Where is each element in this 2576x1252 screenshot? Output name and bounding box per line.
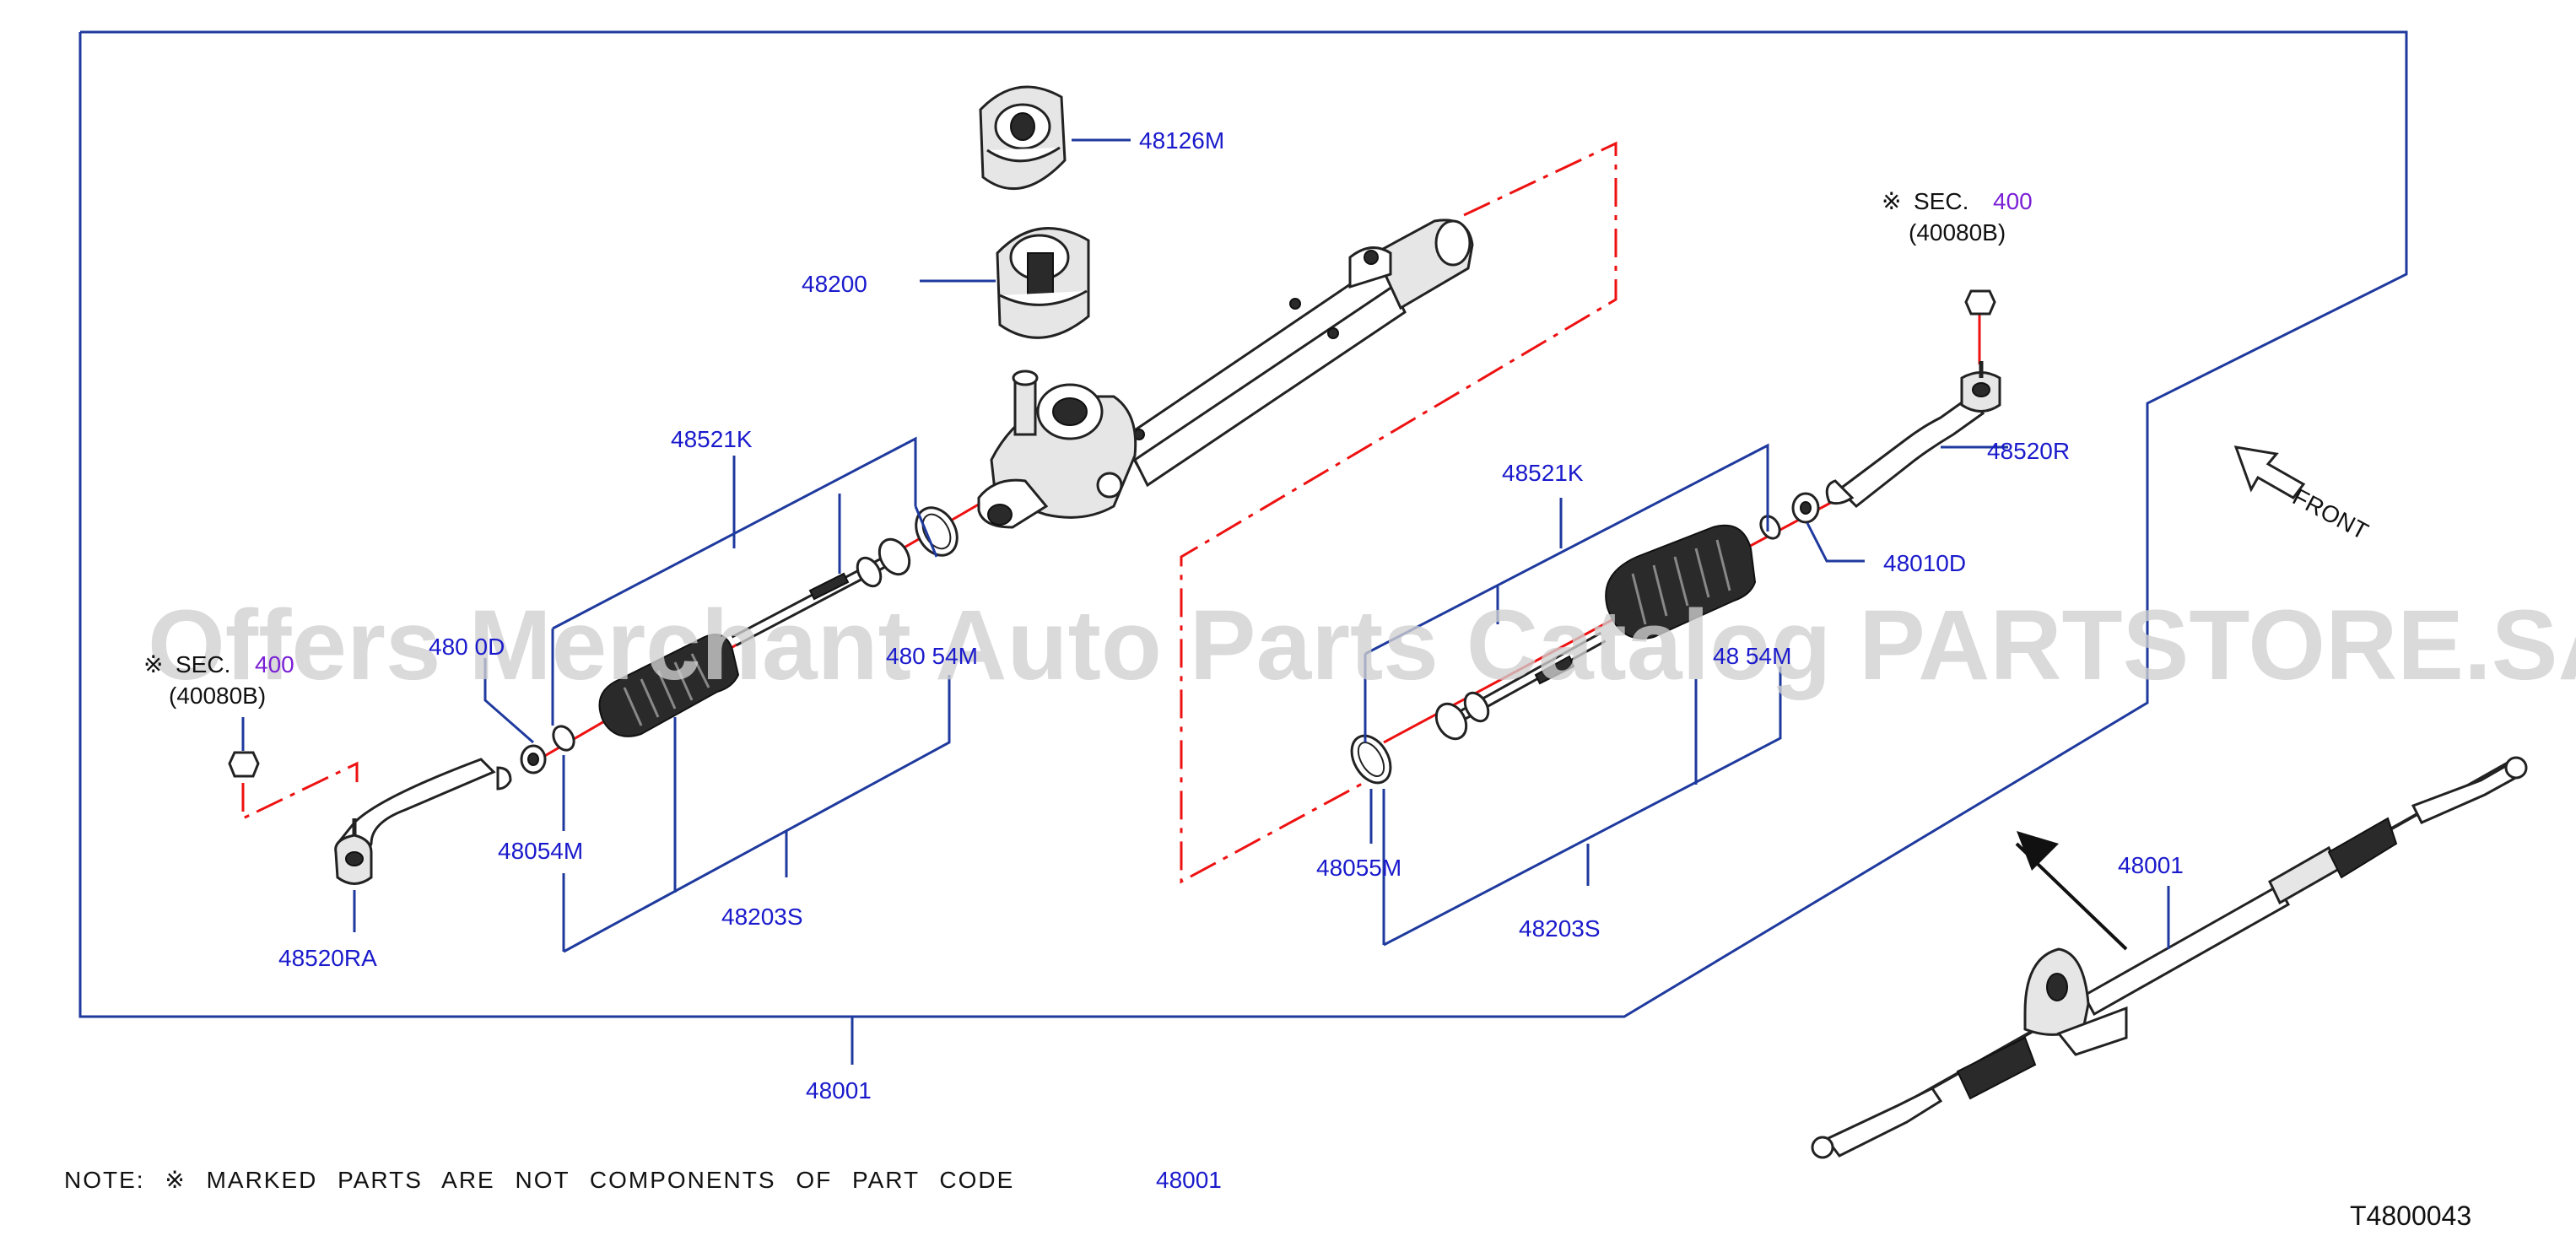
nut-left[interactable] — [228, 751, 260, 778]
label-48520RA[interactable]: 48520RA — [278, 945, 377, 971]
pinion-housing[interactable] — [977, 370, 1137, 529]
boot-clamp-left[interactable] — [549, 723, 578, 754]
label-48520R[interactable]: 48520R — [1987, 438, 2070, 464]
label-48203S-right[interactable]: 48203S — [1519, 915, 1601, 942]
snap-ring-left[interactable] — [908, 500, 965, 563]
leader-48010D-left — [483, 658, 534, 744]
sec-part-left: (40080B) — [169, 683, 266, 709]
label-48001-main[interactable]: 48001 — [806, 1077, 872, 1104]
sec-mark-right: ※ — [1882, 188, 1901, 214]
tie-rod-end-left[interactable] — [334, 758, 512, 885]
nut-right[interactable] — [1964, 289, 1996, 316]
label-48055M[interactable]: 48055M — [1316, 855, 1401, 881]
inner-tie-rod-left[interactable] — [731, 534, 915, 647]
label-48204M-left[interactable]: 480 54M — [886, 643, 978, 669]
mount-cushion-48126M[interactable] — [979, 85, 1067, 191]
sec-prefix-left: SEC. — [176, 651, 230, 677]
label-48010D-right[interactable]: 48010D — [1883, 550, 1966, 576]
boot-clamp-right[interactable] — [1757, 513, 1783, 542]
inner-tie-rod-right[interactable] — [1430, 631, 1607, 744]
boot-left[interactable] — [598, 634, 740, 737]
overview-assembly — [1811, 756, 2528, 1159]
sec-ref-left[interactable]: ※ SEC. 400 (40080B) — [143, 651, 294, 709]
boot-right[interactable] — [1605, 524, 1757, 639]
front-arrow-icon — [2233, 445, 2306, 499]
snap-ring-right[interactable] — [1344, 729, 1399, 790]
bracket-48521K-right — [1364, 443, 1769, 656]
leader-48010D-right — [1806, 522, 1865, 563]
bracket-48203S-right — [1383, 666, 1782, 947]
phantom-line-rack — [1180, 141, 1617, 884]
leader-48521K-left-d — [914, 505, 938, 558]
sec-number-right: 400 — [1993, 188, 2033, 214]
label-48204M-right[interactable]: 48 54M — [1713, 643, 1791, 669]
phantom-line-left-nut — [241, 761, 359, 821]
sec-part-right: (40080B) — [1909, 219, 2006, 246]
rack-housing-48001[interactable] — [1121, 219, 1474, 488]
label-48001-small[interactable]: 48001 — [2118, 852, 2184, 878]
note-text: NOTE: ※ MARKED PARTS ARE NOT COMPONENTS … — [64, 1167, 1014, 1193]
note-part-code[interactable]: 48001 — [1156, 1167, 1222, 1193]
front-label: FRONT — [2288, 483, 2373, 545]
label-48521K-right[interactable]: 48521K — [1502, 460, 1584, 486]
diagram-code: T4800043 — [2350, 1201, 2471, 1231]
label-48126M[interactable]: 48126M — [1139, 127, 1224, 154]
lock-nut-left[interactable] — [520, 744, 547, 774]
assembly-frame — [78, 30, 2408, 1018]
sec-mark-left: ※ — [143, 651, 163, 677]
sec-number-left: 400 — [255, 651, 294, 677]
lock-nut-right[interactable] — [1791, 492, 1820, 524]
sec-prefix-right: SEC. — [1914, 188, 1968, 214]
clamp-48200[interactable] — [996, 227, 1090, 339]
sec-ref-right[interactable]: ※ SEC. 400 (40080B) — [1882, 188, 2033, 246]
label-48203S-left[interactable]: 48203S — [721, 904, 803, 930]
overview-arrow-icon — [2015, 831, 2128, 951]
bracket-48203S-left — [563, 675, 951, 953]
label-48010D-left[interactable]: 480 0D — [429, 634, 505, 660]
bracket-48521K-left — [552, 436, 917, 630]
watermark: Offers Merchant Auto Parts Catalog PARTS… — [148, 590, 2576, 701]
label-48054M[interactable]: 48054M — [498, 838, 583, 864]
label-48200[interactable]: 48200 — [802, 271, 867, 297]
tie-rod-end-right[interactable] — [1825, 361, 2001, 509]
label-48521K-left[interactable]: 48521K — [671, 426, 753, 452]
